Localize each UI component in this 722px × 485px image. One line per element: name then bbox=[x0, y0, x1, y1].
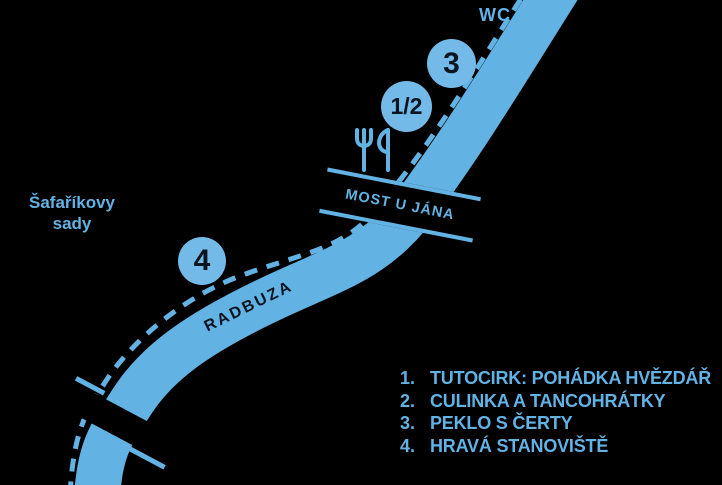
station-marker-4: 4 bbox=[178, 237, 226, 285]
wc-label: WC bbox=[479, 5, 511, 25]
station-marker-label: 4 bbox=[193, 244, 211, 277]
legend-item-number: 4. bbox=[400, 435, 416, 456]
station-marker-label: 3 bbox=[443, 46, 460, 80]
fork-knife-icon bbox=[352, 126, 394, 174]
station-marker-3: 3 bbox=[427, 39, 476, 88]
park-label: Šafaříkovy sady bbox=[8, 192, 136, 234]
legend-item: 3. PEKLO S ČERTY bbox=[400, 412, 711, 435]
bridge-label: MOST U JÁNA bbox=[344, 186, 456, 224]
legend-item-label: PEKLO S ČERTY bbox=[430, 413, 573, 433]
station-marker-label: 1/2 bbox=[390, 93, 423, 119]
park-label-line2: sady bbox=[52, 214, 92, 233]
station-marker-1-2: 1/2 bbox=[381, 81, 432, 132]
legend-item-label: TUTOCIRK: POHÁDKA HVĚZDÁŘ bbox=[430, 368, 711, 388]
legend-item-label: CULINKA A TANCOHRÁTKY bbox=[430, 390, 666, 411]
legend-item: 2. CULINKA A TANCOHRÁTKY bbox=[400, 390, 711, 413]
legend-item-number: 2. bbox=[400, 390, 416, 411]
legend-item: 1. TUTOCIRK: POHÁDKA HVĚZDÁŘ bbox=[400, 367, 711, 390]
legend-item-number: 3. bbox=[400, 413, 416, 433]
legend-item: 4. HRAVÁ STANOVIŠTĚ bbox=[400, 435, 711, 458]
legend-item-label: HRAVÁ STANOVIŠTĚ bbox=[430, 435, 609, 456]
legend: 1. TUTOCIRK: POHÁDKA HVĚZDÁŘ 2. CULINKA … bbox=[400, 367, 711, 457]
legend-item-number: 1. bbox=[400, 368, 416, 388]
park-label-line1: Šafaříkovy bbox=[29, 193, 115, 212]
